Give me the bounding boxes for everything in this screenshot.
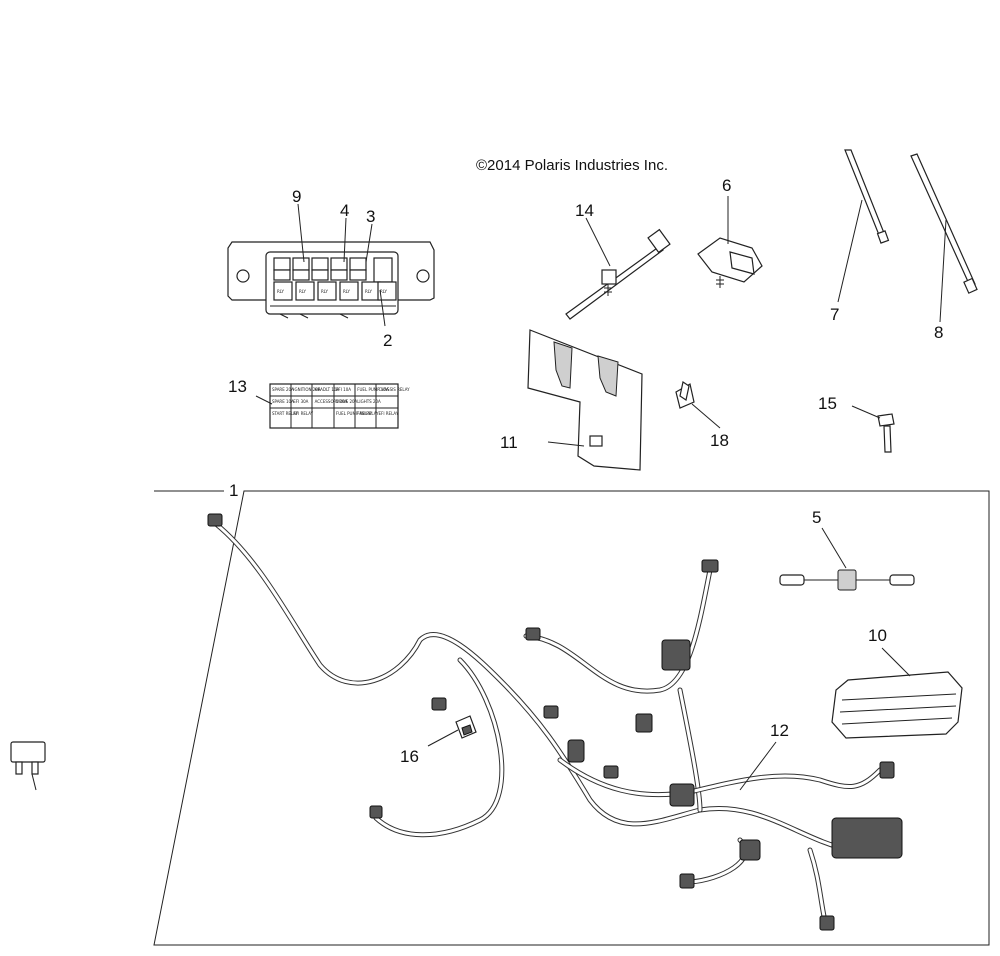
callout-15: 15	[818, 394, 837, 413]
svg-text:RLY: RLY	[299, 289, 306, 294]
fuse-link	[779, 569, 915, 591]
svg-text:RLY: RLY	[343, 289, 350, 294]
connector-clip	[697, 237, 763, 288]
callout-13: 13	[228, 377, 247, 396]
fuse-label-cell: DRIVE 20A	[336, 399, 358, 404]
kit-frame	[153, 490, 990, 946]
fuse-label-cell: EFI 10A	[336, 387, 351, 392]
callout-9: 9	[292, 187, 301, 206]
relay-row: RLY RLY RLY RLY RLY RLY	[273, 281, 397, 301]
callout-5: 5	[812, 508, 821, 527]
fuse-label-cell: LIGHTS 20A	[357, 399, 381, 404]
copyright-text: ©2014 Polaris Industries Inc.	[476, 157, 668, 174]
svg-text:RLY: RLY	[277, 289, 284, 294]
fuse-label-cell: FAN RELAY	[357, 411, 379, 416]
fuse-label-cell: FUEL PUMP RELAY	[336, 411, 373, 416]
harness-connectors	[207, 513, 903, 931]
callout-12: 12	[770, 721, 789, 740]
callout-6: 6	[722, 176, 731, 195]
fuse-box-cover	[831, 671, 963, 739]
fuse-label-cell: FUEL PUMP 15A	[357, 387, 389, 392]
mounting-bracket	[527, 329, 643, 471]
flange-bolt	[877, 413, 895, 453]
callout-4: 4	[340, 201, 349, 220]
callout-2: 2	[383, 331, 392, 350]
relay	[455, 715, 477, 739]
fuse-label-cell: EFI RELAY	[379, 411, 399, 416]
fuse-label-cell: ACCESSORY 20A	[315, 399, 348, 404]
fuse-label-cell: START RELAY	[272, 411, 299, 416]
fuse-label-cell: SPARE 20A	[272, 387, 294, 392]
callout-16: 16	[400, 747, 419, 766]
svg-text:RLY: RLY	[321, 289, 328, 294]
fuse-label-cell: IGNITION 20A	[293, 387, 321, 392]
fuse-box: RLY RLY RLY RLY RLY RLY	[227, 241, 435, 319]
svg-text:RLY: RLY	[365, 289, 372, 294]
fuse-label-cell: SPARE 10A	[272, 399, 294, 404]
callout-14: 14	[575, 201, 594, 220]
callout-3: 3	[366, 207, 375, 226]
cable-tie-7	[844, 149, 890, 244]
callout-18: 18	[710, 431, 729, 450]
callout-1: 1	[229, 481, 238, 500]
loose-fuse	[10, 741, 46, 791]
cable-tie-8	[910, 153, 978, 294]
callout-11: 11	[500, 433, 518, 452]
callout-10: 10	[868, 626, 887, 645]
callout-8: 8	[934, 323, 943, 342]
svg-text:RLY: RLY	[380, 289, 387, 294]
fuse-row-top	[273, 257, 393, 283]
fuse-row-middle	[273, 269, 367, 281]
fuse-label-cell: EFI 30A	[293, 399, 308, 404]
push-rivet	[675, 381, 695, 409]
fuse-label-cell: HEADLT 10A	[315, 387, 340, 392]
callout-7: 7	[830, 305, 839, 324]
fuse-label-cell: CHASSIS RELAY	[379, 387, 411, 392]
fuse-label-cell: EFI RELAY	[293, 411, 313, 416]
cable-tie-push-mount	[565, 228, 671, 320]
